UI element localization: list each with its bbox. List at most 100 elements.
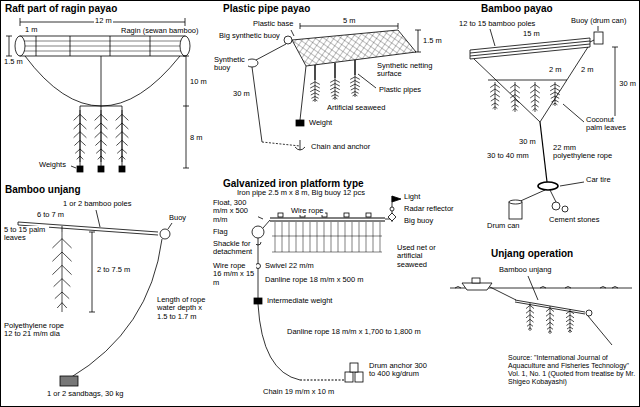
drawing-rect xyxy=(355,372,363,382)
panel-title: Bamboo unjang xyxy=(4,184,82,195)
drawing-path xyxy=(36,36,150,56)
drawing-path xyxy=(272,236,382,252)
drawing-rect xyxy=(20,36,185,56)
drawing-path xyxy=(300,379,345,380)
part-label: 5 to 15 palm leaves xyxy=(3,226,49,243)
part-label: Artificial seaweed xyxy=(326,104,386,112)
drawing-rect xyxy=(98,166,104,172)
drawing-ellipse xyxy=(509,200,522,204)
part-label: Chain 19 m/m x 10 m xyxy=(262,388,335,396)
part-label: Bamboo unjang xyxy=(498,266,553,274)
part-label: 2 to 7.5 m xyxy=(96,266,131,274)
drawing-polygon xyxy=(292,30,416,66)
drawing-path xyxy=(300,66,306,120)
drawing-path xyxy=(358,74,376,88)
drawing-path xyxy=(168,223,172,229)
part-label: Light xyxy=(403,193,421,201)
part-label: Synthetic buoy xyxy=(213,56,248,73)
drawing-path xyxy=(612,47,618,122)
drawing-path xyxy=(89,232,95,312)
drawing-use xyxy=(52,232,71,312)
part-label: 22 mm polyethylene rope xyxy=(552,144,614,161)
drawing-rect xyxy=(60,376,78,386)
drawing-use xyxy=(526,303,534,331)
part-label: Drum can xyxy=(486,222,521,230)
drawing-ellipse xyxy=(538,182,558,190)
part-label: Polyethylene rope 12 to 21 m/m dia xyxy=(3,322,69,339)
drawing-path xyxy=(20,18,185,26)
drawing-path xyxy=(470,38,590,59)
part-label: 30 m xyxy=(618,80,637,88)
part-label: Buoy xyxy=(168,214,187,222)
drawing-path xyxy=(560,182,584,186)
drawing-path xyxy=(20,41,185,51)
part-label: 10 m xyxy=(189,78,208,86)
part-label: Coconut palm leaves xyxy=(585,116,633,133)
part-label: 2 m xyxy=(580,66,595,74)
drawing-rect xyxy=(254,298,262,304)
drawing-path xyxy=(474,47,588,122)
drawing-path xyxy=(295,140,305,150)
part-label: 30 m xyxy=(232,90,251,98)
drawing-path xyxy=(263,220,270,228)
drawing-rect xyxy=(296,120,304,126)
part-label: Drum anchor 300 to 400 kg/drum xyxy=(368,362,436,379)
part-label: Car tire xyxy=(585,176,612,184)
drawing-ellipse xyxy=(180,36,190,56)
panel-title: Plastic pipe payao xyxy=(222,3,311,14)
drawing-use xyxy=(95,110,108,162)
part-label: Used net or artificial seaweed xyxy=(396,244,440,269)
drawing-circle xyxy=(252,226,264,238)
part-label: 1 or 2 sandbags, 30 kg xyxy=(46,390,124,398)
part-label: 5 m xyxy=(342,17,357,25)
unjang-operation-drawing xyxy=(450,276,632,345)
part-label: Big synthetic buoy xyxy=(218,32,281,40)
part-label: 30 to 40 mm xyxy=(486,152,530,160)
drawing-path xyxy=(183,56,189,168)
drawing-rect xyxy=(119,166,125,172)
drawing-path xyxy=(275,222,380,252)
drawing-use xyxy=(350,75,360,97)
drawing-path xyxy=(462,283,492,290)
drawing-rect xyxy=(77,166,83,172)
part-label: 1.5 m xyxy=(422,37,443,45)
drawing-circle xyxy=(390,207,394,211)
part-label: 15 m xyxy=(522,30,541,38)
part-label: Iron pipe 2.5 m x 8 m, Big buoy 12 pcs xyxy=(236,189,366,197)
part-label: Flag xyxy=(212,228,229,236)
iron-platform-drawing xyxy=(252,196,401,382)
part-label: 1 or 2 bamboo poles xyxy=(62,200,132,208)
drawing-circle xyxy=(586,310,592,316)
part-label: Danline rope 18 m/m x 500 m xyxy=(264,276,364,284)
drawing-use xyxy=(310,80,320,102)
part-label: Weights xyxy=(38,161,67,169)
panel-title: Unjang operation xyxy=(490,248,574,259)
drawing-path xyxy=(258,304,300,380)
panel-title: Galvanized iron platform type xyxy=(222,178,365,189)
part-label: 12 m xyxy=(94,17,113,25)
drawing-path xyxy=(528,276,538,300)
drawing-path xyxy=(6,36,12,56)
drawing-circle xyxy=(552,202,560,210)
drawing-use xyxy=(550,82,560,106)
drawing-path xyxy=(71,166,76,168)
drawing-circle xyxy=(284,36,292,44)
part-label: 1.5 m xyxy=(3,58,24,66)
drawing-path xyxy=(488,80,567,81)
drawing-path xyxy=(415,30,421,52)
drawing-use xyxy=(116,110,129,162)
drawing-use xyxy=(566,309,574,333)
drawing-rect xyxy=(509,202,522,219)
part-label: 1 m xyxy=(24,26,39,34)
drawing-path xyxy=(62,226,63,232)
drawing-rect xyxy=(344,213,349,217)
part-label: 2 m xyxy=(548,66,563,74)
drawing-use xyxy=(546,306,554,334)
drawing-path xyxy=(25,56,180,106)
drawing-rect xyxy=(472,278,480,283)
part-label: Weight xyxy=(308,119,333,127)
drawing-use xyxy=(510,82,520,112)
drawing-rect xyxy=(594,32,603,44)
drawing-path xyxy=(490,287,516,300)
part-label: Swivel 22 m/m xyxy=(264,262,315,270)
